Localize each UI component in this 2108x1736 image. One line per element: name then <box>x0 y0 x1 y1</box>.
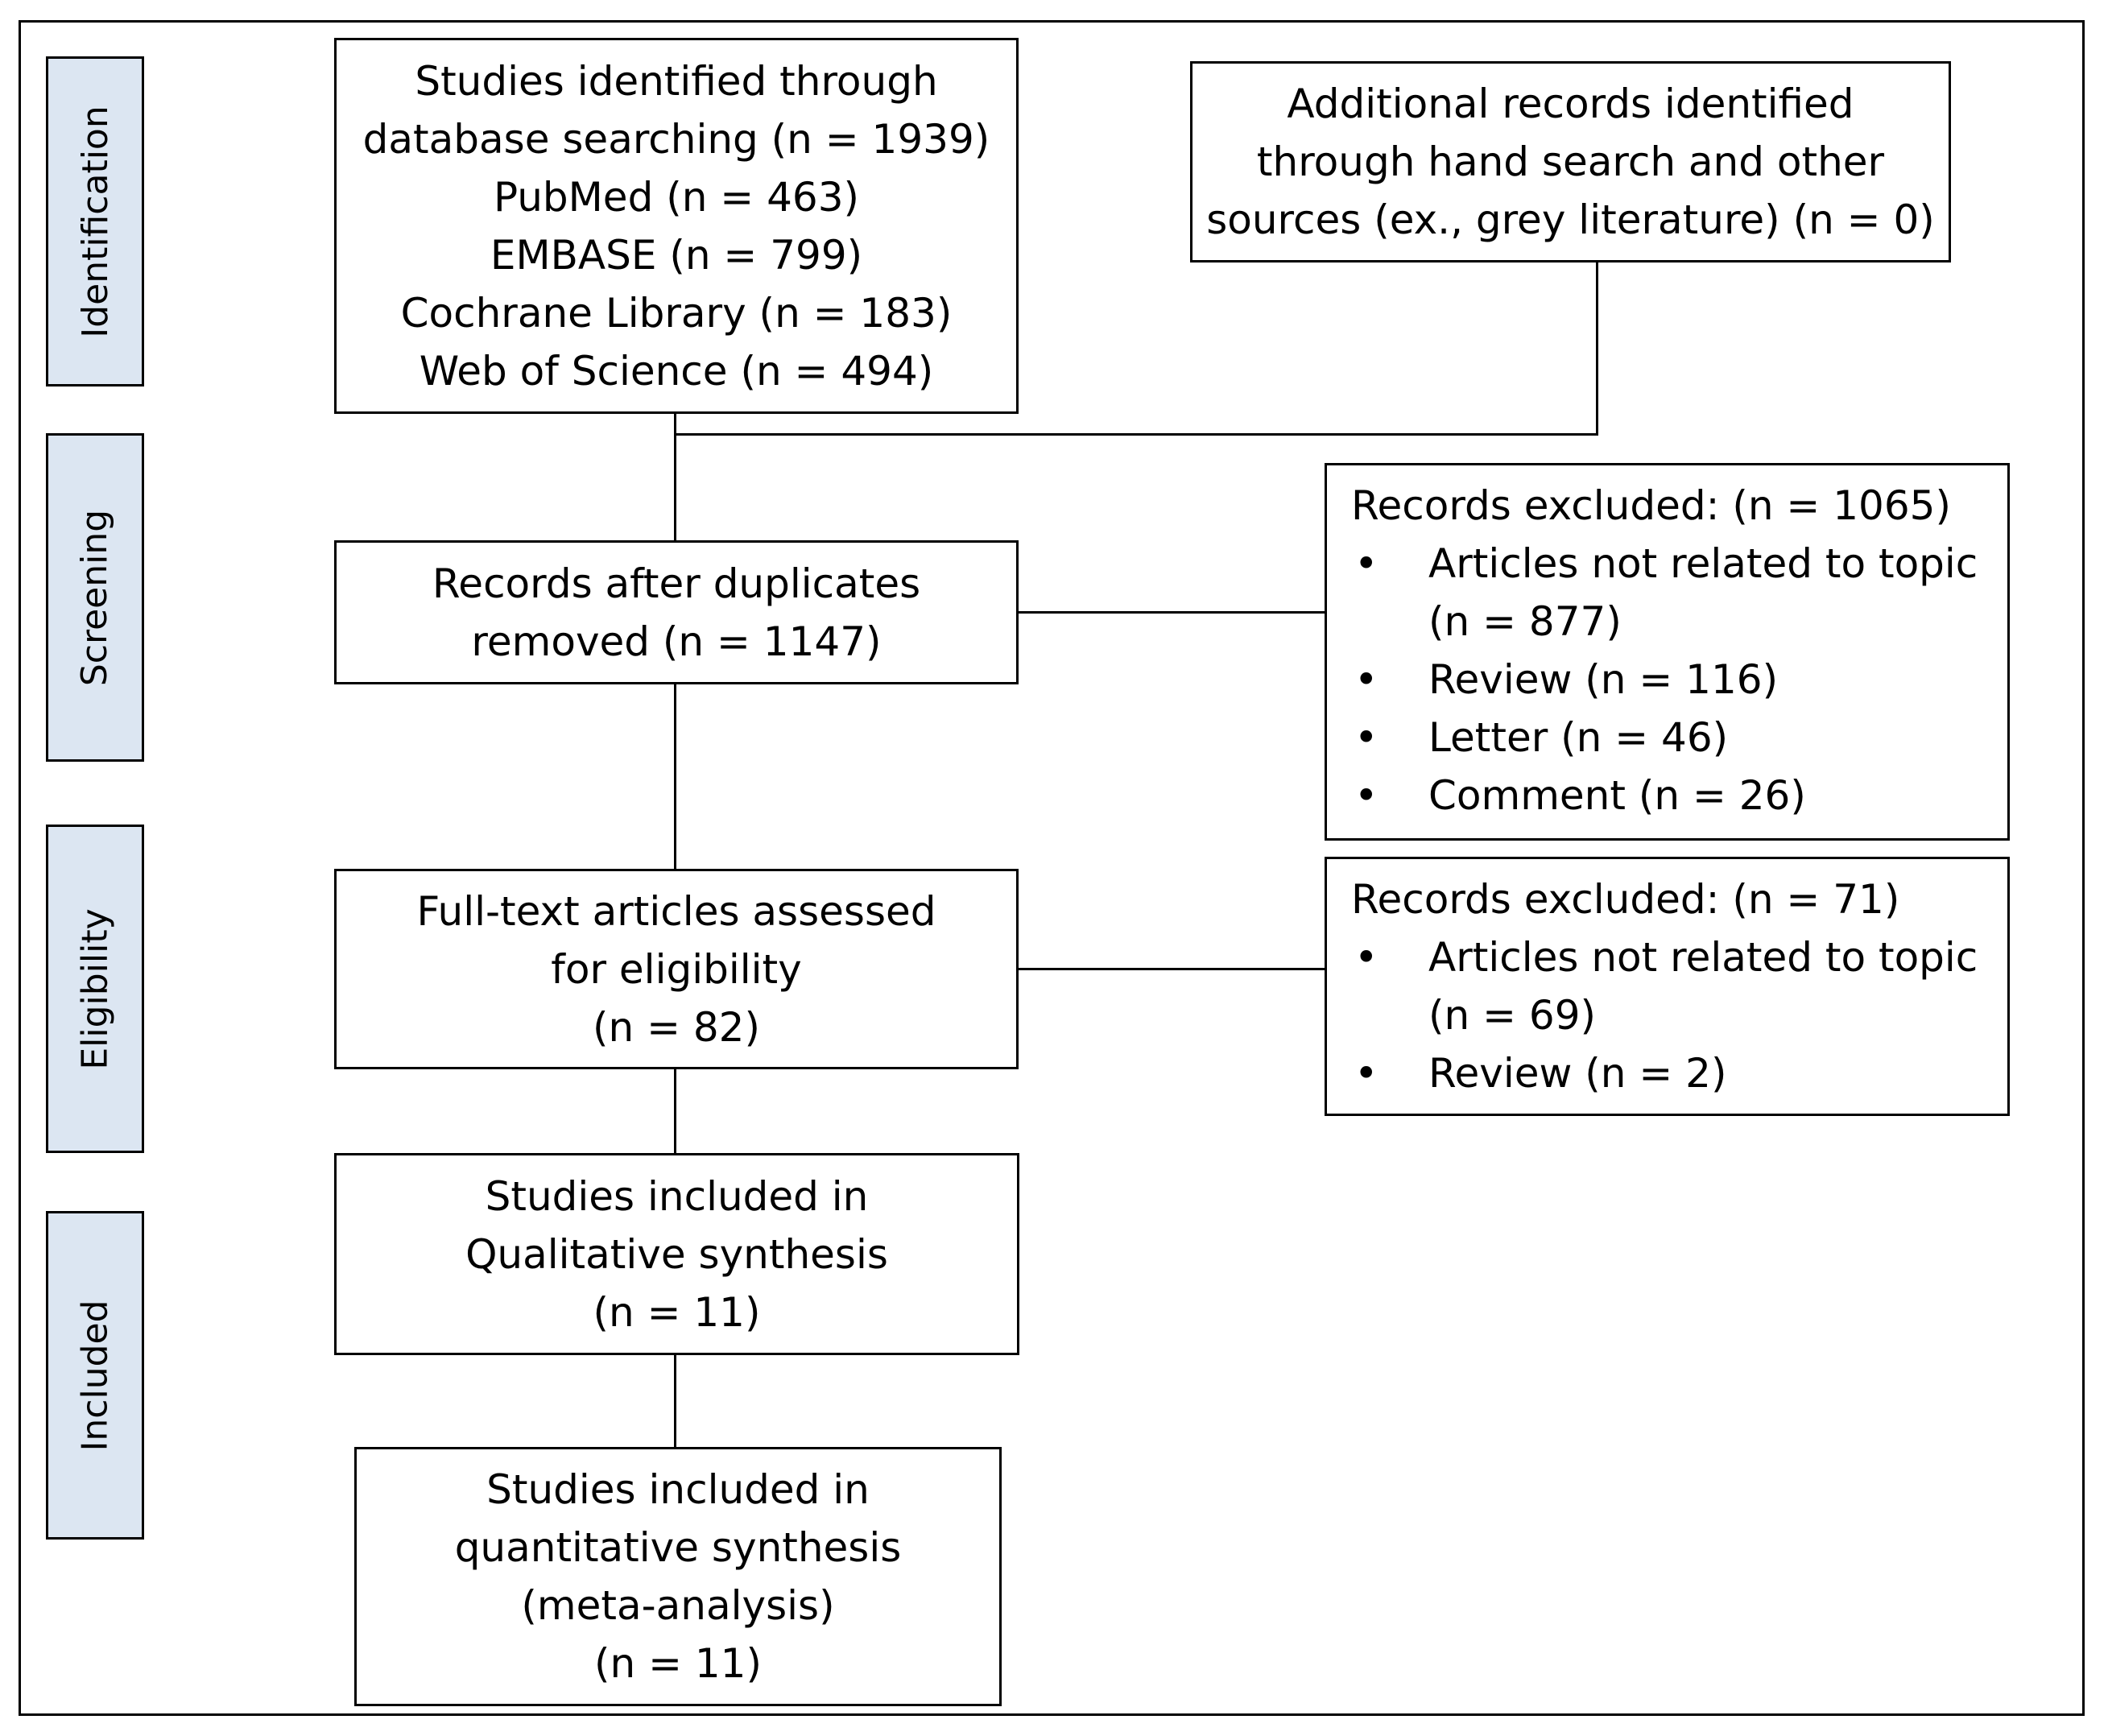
eligibility-excluded-item-line: Review (n = 2) <box>1428 1050 1727 1097</box>
full-text-line-2: for eligibility <box>551 945 802 993</box>
eligibility-excluded-item: • Review (n = 2) <box>1351 1044 2007 1102</box>
quantitative-line-1: Studies included in <box>486 1466 870 1513</box>
screening-excluded-item: • Letter (n = 46) <box>1351 709 2007 767</box>
quantitative-line-3: (meta-analysis) <box>521 1582 835 1629</box>
connector-additional-down <box>1596 262 1598 436</box>
identified-line-3: PubMed (n = 463) <box>493 173 860 221</box>
screening-excluded-item-count: (n = 877) <box>1428 598 1622 645</box>
full-text-line-1: Full-text articles assessed <box>416 887 936 935</box>
eligibility-excluded-item-count: (n = 69) <box>1428 992 1597 1039</box>
eligibility-excluded-item-text: Articles not related to topic (n = 69) <box>1428 928 1978 1044</box>
connector-merge <box>674 433 1598 436</box>
screening-excluded-item: • Comment (n = 26) <box>1351 767 2007 825</box>
bullet: • <box>1354 714 1378 761</box>
connector-qual-down <box>674 1354 676 1449</box>
eligibility-excluded-heading: Records excluded: (n = 71) <box>1351 876 1900 923</box>
identified-records-box: Studies identified through database sear… <box>334 38 1019 414</box>
identified-line-5: Cochrane Library (n = 183) <box>400 289 953 337</box>
quantitative-synthesis-box: Studies included in quantitative synthes… <box>354 1447 1002 1706</box>
identified-line-1: Studies identified through <box>415 57 938 105</box>
screening-excluded-item-line: Articles not related to topic <box>1428 540 1978 587</box>
stage-screening: Screening <box>46 433 144 762</box>
screening-excluded-item: • Articles not related to topic (n = 877… <box>1351 535 2007 651</box>
quantitative-line-4: (n = 11) <box>593 1640 762 1687</box>
stage-included: Included <box>46 1211 144 1540</box>
additional-records-box: Additional records identified through ha… <box>1190 61 1951 262</box>
additional-line-2: through hand search and other <box>1256 138 1885 185</box>
connector-elig-exclude <box>1016 968 1327 970</box>
after-duplicates-box: Records after duplicates removed (n = 11… <box>334 540 1019 684</box>
additional-line-1: Additional records identified <box>1287 81 1854 127</box>
connector-identified-down <box>674 413 676 542</box>
stage-eligibility: Eligibility <box>46 825 144 1153</box>
qualitative-synthesis-box: Studies included in Qualitative synthesi… <box>334 1153 1019 1355</box>
bullet: • <box>1354 934 1378 981</box>
connector-fulltext-down <box>674 1068 676 1155</box>
stage-eligibility-label: Eligibility <box>74 907 116 1070</box>
identified-line-2: database searching (n = 1939) <box>362 115 990 163</box>
screening-excluded-box: Records excluded: (n = 1065) • Articles … <box>1325 463 2010 841</box>
eligibility-excluded-item-line: Articles not related to topic <box>1428 934 1978 981</box>
qualitative-line-2: Qualitative synthesis <box>465 1230 888 1278</box>
bullet: • <box>1354 772 1378 819</box>
screening-excluded-item-line: Review (n = 116) <box>1428 656 1779 703</box>
full-text-box: Full-text articles assessed for eligibil… <box>334 869 1019 1069</box>
stage-identification-label: Identification <box>74 105 116 338</box>
eligibility-excluded-item: • Articles not related to topic (n = 69) <box>1351 928 2007 1044</box>
additional-line-3: sources (ex., grey literature) (n = 0) <box>1206 196 1935 243</box>
after-duplicates-line-1: Records after duplicates <box>432 560 921 607</box>
identified-line-6: Web of Science (n = 494) <box>419 347 934 395</box>
after-duplicates-line-2: removed (n = 1147) <box>471 618 882 665</box>
screening-excluded-item-line: Comment (n = 26) <box>1428 772 1806 819</box>
qualitative-line-3: (n = 11) <box>593 1288 761 1336</box>
stage-included-label: Included <box>74 1299 116 1452</box>
screening-excluded-item: • Review (n = 116) <box>1351 651 2007 709</box>
connector-screen-exclude <box>1016 611 1327 614</box>
diagram-frame <box>19 20 2085 1716</box>
full-text-line-3: (n = 82) <box>592 1003 760 1051</box>
bullet: • <box>1354 1050 1378 1097</box>
qualitative-line-1: Studies included in <box>485 1172 869 1220</box>
screening-excluded-item-line: Letter (n = 46) <box>1428 714 1729 761</box>
bullet: • <box>1354 540 1378 587</box>
screening-excluded-heading: Records excluded: (n = 1065) <box>1351 482 1951 529</box>
identified-line-4: EMBASE (n = 799) <box>490 231 863 279</box>
eligibility-excluded-box: Records excluded: (n = 71) • Articles no… <box>1325 857 2010 1116</box>
screening-excluded-item-text: Articles not related to topic (n = 877) <box>1428 535 1978 651</box>
stage-screening-label: Screening <box>74 509 116 686</box>
bullet: • <box>1354 656 1378 703</box>
quantitative-line-2: quantitative synthesis <box>454 1524 902 1571</box>
connector-dup-down <box>674 683 676 870</box>
stage-identification: Identification <box>46 56 144 386</box>
